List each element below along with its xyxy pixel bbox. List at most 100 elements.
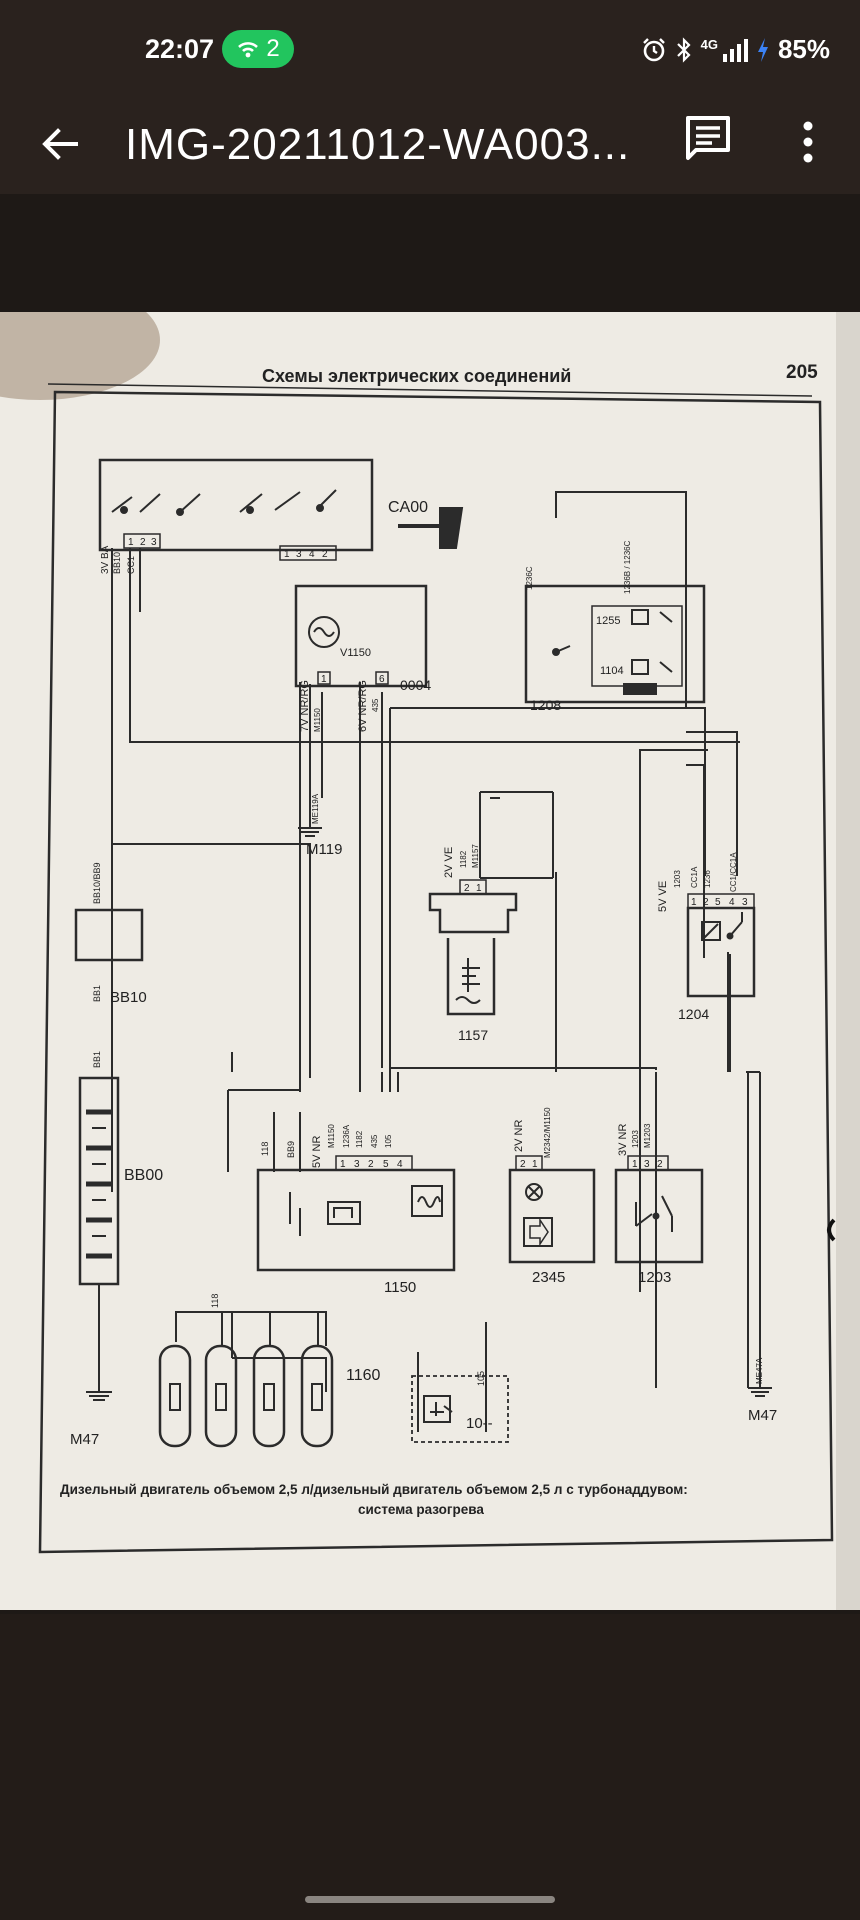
unit-1150-sub-1: M1150	[327, 1124, 336, 1148]
battery-level: 85%	[777, 34, 830, 64]
relay-1204-wire: 5V VE	[657, 881, 669, 912]
unit-1150-sub-4: 435	[370, 1134, 379, 1148]
sensor-10-wire: 105	[476, 1371, 486, 1386]
relay-1204-pin-2: 2	[703, 897, 709, 908]
v1150-label: V1150	[340, 647, 371, 659]
ignition-key-icon	[398, 507, 464, 549]
unit-1150-pin-4: 4	[397, 1159, 403, 1170]
caption-line-1: Дизельный двигатель объемом 2,5 л/дизель…	[60, 1482, 688, 1497]
unit-1150-pin-2: 2	[368, 1159, 374, 1170]
page-number: 205	[786, 362, 818, 383]
ignition-pin-6: 4	[309, 549, 315, 560]
wifi-hotspot-icon	[238, 42, 259, 58]
switch-1203-pin-1: 1	[632, 1159, 638, 1170]
pin-0004-1: 1	[321, 674, 327, 685]
wire-3v-ba: 3V BA	[100, 545, 111, 574]
wire-6v-nr-rg: 6V NR/RG	[357, 680, 369, 732]
ignition-pin-5: 3	[296, 549, 302, 560]
sensor-1157-sub: 1182	[459, 850, 468, 868]
sensor-10-label: 10--	[466, 1415, 493, 1432]
relay-1208-wire-b: 1236B / 1236C	[623, 540, 632, 594]
status-icons: 4G 85%	[641, 34, 830, 65]
sensor-1157-wire: 2V VE	[443, 847, 455, 878]
lamp-2345-pin-2: 2	[520, 1159, 526, 1170]
control-unit-1150	[256, 1155, 456, 1272]
relay-1208-r2: 1104	[600, 665, 624, 677]
wire-bb10: BB10	[112, 552, 122, 574]
sensor-10	[411, 1375, 509, 1443]
signal-icon	[722, 38, 748, 62]
sensor-1157-label: 1157	[458, 1027, 488, 1043]
comment-icon[interactable]	[682, 112, 734, 164]
unit-1150-pin-1: 1	[340, 1159, 346, 1170]
relay-1208-label: 1208	[530, 697, 561, 713]
ignition-pin-4: 1	[284, 549, 290, 560]
switch-1203-sub-1: 1203	[631, 1130, 640, 1148]
wire-6v-sub: 435	[371, 698, 380, 712]
relay-1208-r1: 1255	[596, 615, 620, 627]
plugs-wire: 118	[210, 1294, 220, 1308]
battery-charging-icon	[757, 37, 768, 62]
relay-1208	[524, 584, 706, 704]
network-type: 4G	[700, 37, 718, 52]
relay-1204-label: 1204	[678, 1006, 709, 1022]
switch-1203-wire: 3V NR	[617, 1124, 629, 1156]
ground-m47-left: M47	[70, 1431, 99, 1448]
unit-1150-top-118: 118	[260, 1142, 270, 1156]
ignition-pin-7: 2	[322, 549, 328, 560]
relay-1204	[686, 893, 756, 998]
unit-1150-sub-5: 105	[384, 1134, 393, 1148]
page-header: Схемы электрических соединений	[262, 366, 571, 386]
ignition-switch	[98, 458, 374, 561]
status-time: 22:07	[145, 34, 215, 64]
relay-1204-pin-4: 4	[729, 897, 735, 908]
app-bar: IMG-20211012-WA003...	[0, 100, 860, 194]
unit-1150-sub-2: 1236A	[342, 1124, 351, 1148]
relay-box-0004	[294, 584, 428, 688]
caption-line-2: система разогрева	[358, 1502, 484, 1517]
ignition-pin-1: 1	[128, 537, 134, 548]
back-arrow-icon[interactable]	[36, 120, 84, 168]
relay-box-0004-label: 0004	[400, 677, 431, 693]
wire-bb1-top: BB1	[92, 985, 102, 1002]
fuse-bb10	[74, 908, 144, 962]
relay-1204-sub-1: 1203	[673, 870, 682, 888]
lamp-2345-label: 2345	[532, 1269, 565, 1286]
ground-m119-wire: ME119A	[311, 793, 320, 824]
unit-1150-pin-3: 3	[354, 1159, 360, 1170]
unit-1150-sub-3: 1182	[355, 1130, 364, 1148]
switch-1203-label: 1203	[638, 1269, 671, 1286]
sensor-1157	[428, 879, 518, 1016]
hotspot-indicator[interactable]: 2	[222, 30, 294, 68]
relay-1204-sub-2: CC1A	[690, 866, 699, 888]
finger-shadow	[0, 312, 160, 400]
ground-m47-right: M47	[748, 1407, 777, 1424]
home-indicator[interactable]	[305, 1896, 555, 1903]
wire-7v-nr-rg: 7V NR/RG	[299, 680, 311, 732]
document-photo: Схемы электрических соединений 205 1 2 3…	[0, 312, 860, 1610]
lamp-2345	[508, 1155, 596, 1264]
battery-label: BB00	[124, 1167, 163, 1184]
switch-1203	[614, 1155, 704, 1264]
pin-0004-6: 6	[379, 674, 385, 685]
alarm-icon	[642, 37, 665, 61]
wire-7v-sub: M1150	[313, 708, 322, 732]
relay-1208-wire-a: 1236C	[525, 566, 534, 590]
more-options-icon[interactable]	[790, 116, 826, 168]
unit-1150-pin-5: 5	[383, 1159, 389, 1170]
switch-1203-sub-2: M1203	[643, 1123, 652, 1148]
status-bar: 22:07 2 4G 85%	[0, 0, 860, 100]
relay-1204-sub-3: 1236	[703, 870, 712, 888]
relay-1204-pin-5: 5	[715, 897, 721, 908]
file-title: IMG-20211012-WA003...	[125, 120, 631, 169]
glow-plugs-1160	[158, 1311, 334, 1448]
fuse-box-label: BB10	[110, 989, 147, 1006]
switch-1203-pin-3: 3	[644, 1159, 650, 1170]
relay-1204-pin-1: 1	[691, 897, 697, 908]
fuse-label: BB10/BB9	[92, 862, 102, 904]
wire-bb1-bottom: BB1	[92, 1051, 102, 1068]
ignition-switch-label: CA00	[388, 499, 428, 516]
switch-1203-pin-2: 2	[657, 1159, 663, 1170]
unit-1150-label: 1150	[384, 1279, 416, 1296]
ground-m119-label: M119	[306, 841, 342, 858]
